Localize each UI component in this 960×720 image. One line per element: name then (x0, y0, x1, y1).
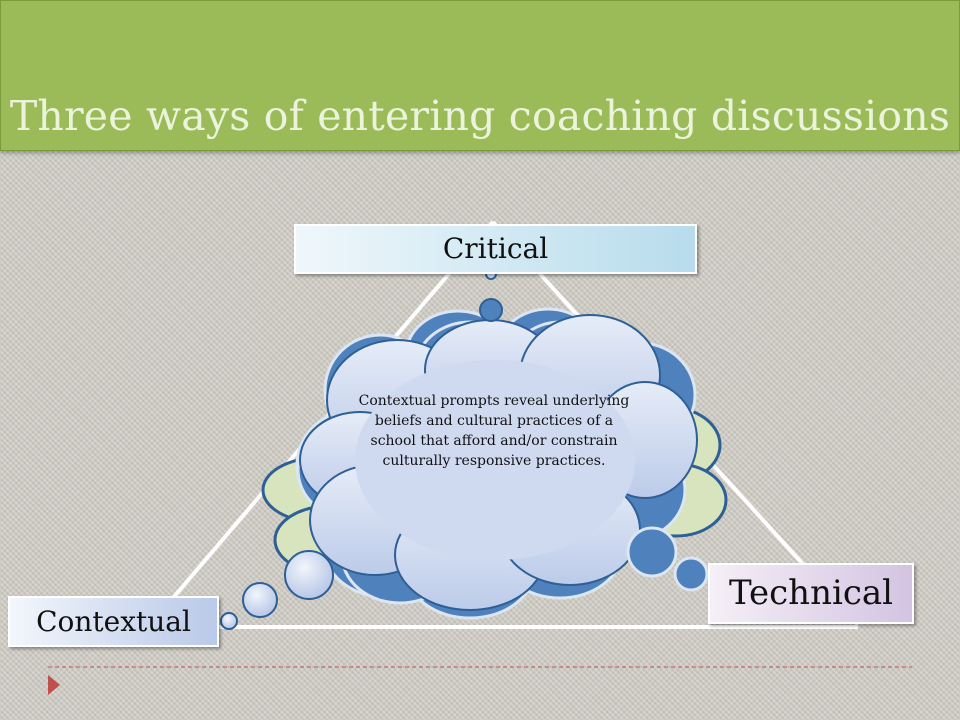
critical-label: Critical (294, 224, 697, 274)
front-cloud-core (355, 360, 635, 560)
thought-bubbles-contextual (220, 550, 334, 630)
cloud-text: Contextual prompts reveal underlying bel… (358, 393, 630, 469)
triangle-right-icon (48, 675, 60, 695)
thought-bubbles-technical (626, 526, 709, 592)
contextual-label: Contextual (8, 596, 219, 647)
title-bar (0, 0, 960, 151)
thought-bubbles-critical (479, 268, 503, 322)
slide-title: Three ways of entering coaching discussi… (9, 92, 951, 140)
technical-label: Technical (708, 563, 914, 624)
